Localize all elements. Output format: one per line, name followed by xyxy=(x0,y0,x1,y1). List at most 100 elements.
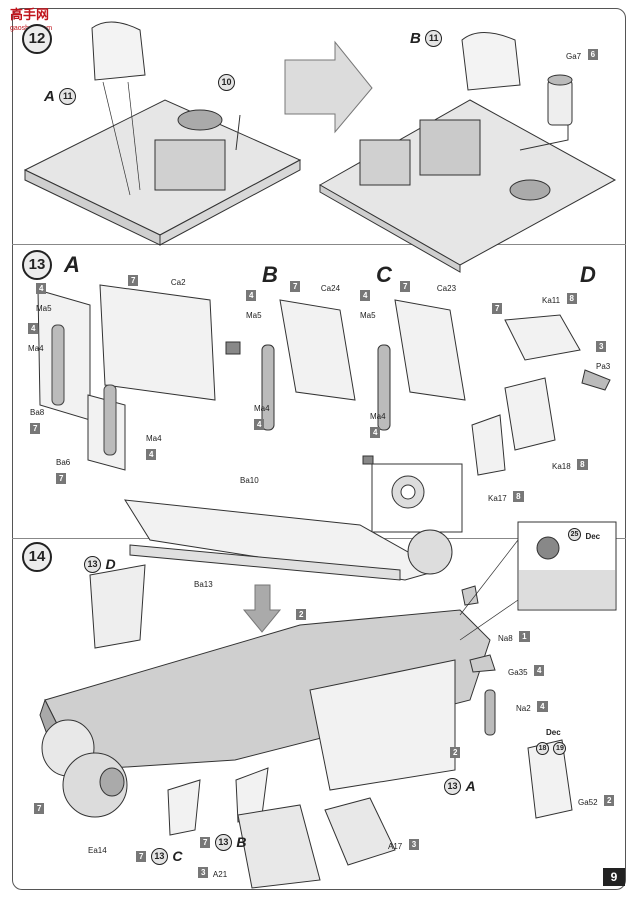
sprue-number: 4 xyxy=(36,283,47,295)
part-code: Ca23 xyxy=(436,284,457,293)
letter-b: B xyxy=(410,30,421,47)
step-number-14: 14 xyxy=(22,542,52,572)
part-label-ga52: Ga52 2 xyxy=(578,792,615,810)
part-code: Ka18 xyxy=(552,462,571,471)
sprue-number: 2 xyxy=(450,747,461,759)
engine-left xyxy=(154,139,226,191)
callout-12b: B 11 xyxy=(410,30,443,48)
part-code: A17 xyxy=(388,842,403,851)
sprue-number: 3 xyxy=(198,867,209,879)
part-code: Ga52 xyxy=(578,798,598,807)
part-code: Ca2 xyxy=(170,278,186,287)
part-label-13b-ma4: Ma4 4 xyxy=(254,398,270,434)
seat-b-right xyxy=(461,32,521,91)
sprue-number: 7 xyxy=(30,423,41,435)
part-ga52 xyxy=(527,739,573,819)
part-code-ba10: Ba10 xyxy=(240,476,259,485)
part-code: Ka17 xyxy=(488,494,507,503)
sprue-number: 8 xyxy=(566,293,577,305)
spring-13a-1 xyxy=(51,324,65,406)
watermark-text: 高手网 xyxy=(10,7,50,22)
part-label-na2: Na2 4 xyxy=(516,698,548,716)
sprue-number: 4 xyxy=(28,323,39,335)
part-label-a17: A17 3 xyxy=(388,836,420,854)
sprue-number: 7 xyxy=(400,281,411,293)
sprue-number: 7 xyxy=(136,851,147,863)
part-code: Na2 xyxy=(516,704,531,713)
ref-circle: 19 xyxy=(553,742,567,756)
ref-circle: 25 xyxy=(568,528,581,542)
plate-a17 xyxy=(324,797,396,866)
part-label-13b-ca24: 7 Ca24 xyxy=(290,278,340,296)
part-code: Ma4 xyxy=(146,434,162,443)
part-label-13d-ka11: Ka11 8 xyxy=(542,290,577,308)
callout-12-ref10: 10 xyxy=(218,74,235,92)
sprue-number: 6 xyxy=(587,49,599,61)
seat-a-left xyxy=(91,21,146,81)
ref-circle: 10 xyxy=(218,74,235,92)
step-number-13: 13 xyxy=(22,250,52,280)
sprue-number: 7 xyxy=(34,803,45,815)
part-label-13d-ka17: Ka17 8 xyxy=(488,488,524,506)
arm-13c xyxy=(167,779,201,836)
sprue-number: 1 xyxy=(519,631,530,643)
part-label-13c-ma5: 4 Ma5 xyxy=(360,287,376,323)
sprue-number: 7 xyxy=(290,281,301,293)
ref-circle: 13 xyxy=(84,556,101,574)
callout-12a: A 11 xyxy=(44,88,77,106)
part-label-ga7: Ga7 6 xyxy=(566,46,599,64)
sprue-number: 8 xyxy=(577,459,588,471)
part-label-13a-ba8: Ba8 7 xyxy=(30,402,44,438)
part-label-13a-ca2: 7 Ca2 xyxy=(128,272,186,290)
part-label-13c-ca23: 7 Ca23 xyxy=(400,278,456,296)
ref-circle: 13 xyxy=(444,778,461,796)
drive-sprocket xyxy=(407,529,453,575)
sprue-number: 7 xyxy=(128,275,139,287)
letter-13a: A xyxy=(64,252,80,277)
part-label-13d-pa3: 3 Pa3 xyxy=(596,338,610,374)
part-label-ga35: Ga35 4 xyxy=(508,662,545,680)
ref-circle: 18 xyxy=(536,742,549,756)
view-icon-inset xyxy=(362,455,374,465)
bracket-13d xyxy=(504,314,581,361)
frame-13b xyxy=(279,299,356,401)
page-number: 9 xyxy=(603,868,625,886)
part-code: Ga35 xyxy=(508,668,528,677)
page-frame xyxy=(12,8,626,890)
part-code-ba13: Ba13 xyxy=(194,580,213,589)
spring-coil-left xyxy=(177,109,223,131)
part-code: Na8 xyxy=(498,634,513,643)
plate-a21 xyxy=(237,804,321,889)
frame-13a xyxy=(99,284,216,401)
part-label-14-2-top: 2 xyxy=(296,606,307,624)
part-na8 xyxy=(461,585,479,606)
sprue-number: 4 xyxy=(146,449,157,461)
ref-letter: C xyxy=(172,848,183,864)
part-code: Ba8 xyxy=(30,408,45,417)
part-code: Ca24 xyxy=(320,284,341,293)
sprue-number: 2 xyxy=(296,609,307,621)
letter-13d: D xyxy=(580,262,596,287)
callout-14-13a: 13 A xyxy=(444,778,476,796)
part-label-13b-ma5: 4 Ma5 xyxy=(246,287,262,323)
part-label-13d-7: 7 xyxy=(492,300,503,318)
decal-label: Dec xyxy=(546,728,561,737)
spring-13c xyxy=(377,344,391,431)
letter-a: A xyxy=(44,88,55,105)
part-code: Ma4 xyxy=(28,344,44,353)
sprue-number: 4 xyxy=(360,290,371,302)
ref-letter: A xyxy=(465,778,476,794)
sprue-number: 4 xyxy=(246,290,257,302)
part-code: Ka11 xyxy=(542,296,561,305)
part-label-13c-ma4: Ma4 4 xyxy=(370,406,386,442)
ref-circle: 13 xyxy=(150,848,168,866)
part-code: Ma5 xyxy=(360,311,376,320)
part-label-14-2-mid: 2 xyxy=(450,744,461,762)
part-label-13a-ba6: Ba6 7 xyxy=(56,452,70,488)
rail-ba10 xyxy=(124,499,442,581)
letter-13c: C xyxy=(376,262,392,287)
callout-14-13d: 13 D xyxy=(84,556,116,574)
part-na2 xyxy=(484,689,496,736)
sprue-number: 7 xyxy=(200,837,211,849)
